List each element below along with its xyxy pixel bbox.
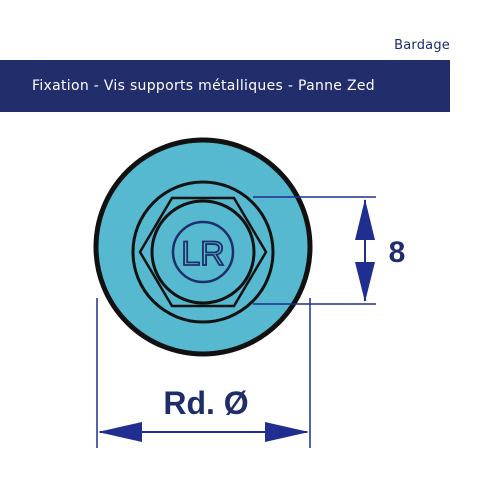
diameter-dimension-label: Rd. Ø bbox=[163, 385, 248, 421]
head-marking: LR bbox=[181, 235, 224, 273]
height-dimension-label: 8 bbox=[389, 236, 406, 269]
title-band: Fixation - Vis supports métalliques - Pa… bbox=[0, 60, 450, 112]
height-arrow-bottom bbox=[355, 262, 375, 302]
height-arrow-top bbox=[355, 199, 375, 240]
diameter-arrow-right bbox=[265, 422, 309, 442]
category-label: Bardage bbox=[394, 38, 450, 53]
marking-circle bbox=[171, 220, 235, 284]
page-title: Fixation - Vis supports métalliques - Pa… bbox=[32, 78, 375, 94]
diameter-arrow-left bbox=[98, 422, 142, 442]
